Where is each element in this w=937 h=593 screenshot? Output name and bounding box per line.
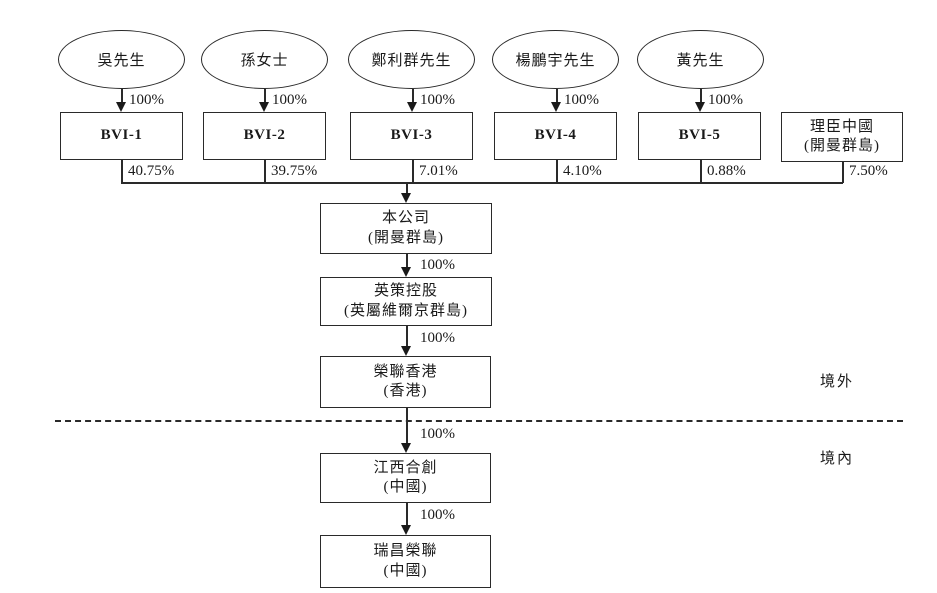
owner-name: 吳先生 — [97, 53, 146, 69]
stake-label: 0.88% — [707, 163, 746, 179]
entity-location: (中國) — [383, 562, 428, 579]
onshore-label: 境內 — [820, 451, 855, 467]
stake-label: 4.10% — [563, 163, 602, 179]
box-ruichang-ronglian: 瑞昌榮聯 (中國) — [320, 535, 491, 588]
stake-label: 7.01% — [419, 163, 458, 179]
arrowhead-down-icon — [401, 525, 411, 535]
onshore-offshore-divider — [55, 420, 903, 422]
arrowhead-down-icon — [259, 102, 269, 112]
owner-ellipse-zheng: 鄭利群先生 — [348, 30, 475, 89]
connector-line — [406, 503, 408, 526]
ownership-label: 100% — [420, 257, 455, 273]
connector-line — [406, 326, 408, 347]
ownership-label: 100% — [272, 92, 307, 108]
arrowhead-down-icon — [116, 102, 126, 112]
entity-name: 江西合創 — [373, 459, 438, 476]
box-bvi-5: BVI-5 — [638, 112, 761, 160]
owner-ellipse-yang: 楊鵬宇先生 — [492, 30, 619, 89]
connector-line — [264, 160, 266, 183]
connector-line — [700, 160, 702, 183]
box-ronglian-hongkong: 榮聯香港 (香港) — [320, 356, 491, 408]
arrowhead-down-icon — [401, 193, 411, 203]
entity-location: (中國) — [383, 479, 428, 495]
owner-name: 楊鵬宇先生 — [515, 53, 596, 69]
entity-location: (開曼群島) — [368, 229, 444, 246]
holdco-name: BVI-2 — [243, 127, 286, 144]
connector-line — [556, 160, 558, 183]
ownership-label: 100% — [420, 426, 455, 442]
ownership-label: 100% — [564, 92, 599, 108]
stake-label: 39.75% — [271, 163, 318, 179]
owner-ellipse-wu: 吳先生 — [58, 30, 185, 89]
ownership-label: 100% — [420, 330, 455, 346]
entity-name: 瑞昌榮聯 — [373, 543, 438, 559]
connector-line — [264, 89, 266, 104]
connector-line — [406, 182, 408, 195]
ownership-label: 100% — [420, 507, 455, 523]
connector-line — [406, 254, 408, 268]
connector-line — [556, 89, 558, 104]
arrowhead-down-icon — [695, 102, 705, 112]
entity-name: 英策控股 — [373, 283, 438, 299]
arrowhead-down-icon — [401, 443, 411, 453]
ownership-label: 100% — [420, 92, 455, 108]
owner-ellipse-huang: 黃先生 — [637, 30, 764, 89]
owner-name: 鄭利群先生 — [371, 53, 452, 69]
offshore-label: 境外 — [820, 374, 855, 390]
box-bvi-1: BVI-1 — [60, 112, 183, 160]
arrowhead-down-icon — [401, 267, 411, 277]
ownership-label: 100% — [708, 92, 743, 108]
arrowhead-down-icon — [401, 346, 411, 356]
connector-line — [121, 160, 123, 183]
holdco-name: BVI-5 — [678, 127, 721, 144]
holdco-name: BVI-4 — [534, 127, 577, 144]
holdco-name: BVI-1 — [100, 127, 143, 144]
box-company: 本公司 (開曼群島) — [320, 203, 492, 254]
owner-ellipse-sun: 孫女士 — [201, 30, 328, 89]
stake-label: 40.75% — [128, 163, 175, 179]
ownership-label: 100% — [129, 92, 164, 108]
entity-location: (香港) — [383, 383, 428, 399]
connector-line — [412, 89, 414, 104]
connector-line — [700, 89, 702, 104]
connector-line — [412, 160, 414, 183]
connector-line — [121, 89, 123, 104]
holdco-name: 理臣中國 — [809, 118, 874, 135]
holdco-location: (開曼群島) — [804, 138, 880, 154]
owner-name: 黃先生 — [676, 53, 725, 69]
box-licheng-china: 理臣中國 (開曼群島) — [781, 112, 903, 162]
owner-name: 孫女士 — [240, 53, 289, 69]
box-bvi-3: BVI-3 — [350, 112, 473, 160]
arrowhead-down-icon — [551, 102, 561, 112]
arrowhead-down-icon — [407, 102, 417, 112]
entity-location: (英屬維爾京群島) — [344, 302, 468, 319]
box-jiangxi-hechuang: 江西合創 (中國) — [320, 453, 491, 503]
holdco-name: BVI-3 — [390, 127, 433, 144]
box-yingce-holdings: 英策控股 (英屬維爾京群島) — [320, 277, 492, 326]
entity-name: 本公司 — [381, 210, 430, 226]
stake-label: 7.50% — [849, 163, 888, 179]
connector-line — [842, 162, 844, 183]
bus-line — [121, 182, 843, 184]
box-bvi-2: BVI-2 — [203, 112, 326, 160]
box-bvi-4: BVI-4 — [494, 112, 617, 160]
entity-name: 榮聯香港 — [373, 363, 438, 380]
connector-line — [406, 408, 408, 444]
